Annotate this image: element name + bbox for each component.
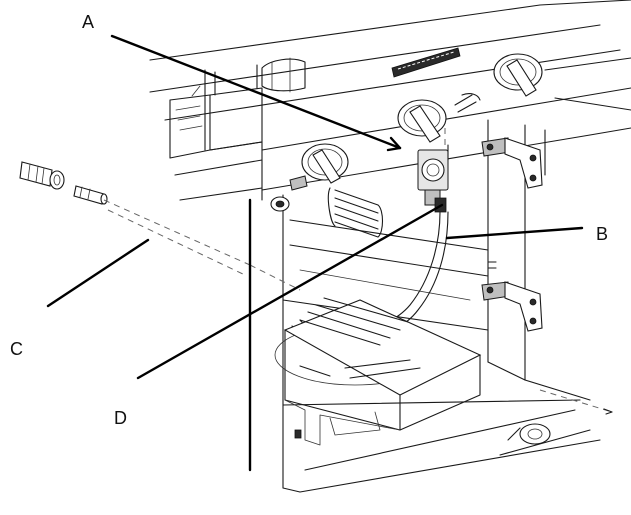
callout-label-c: C xyxy=(10,339,23,359)
vent-slots xyxy=(327,187,384,238)
leader-line-c xyxy=(46,238,150,308)
leader-line-a xyxy=(110,34,402,150)
upper-left-fitting xyxy=(261,57,306,93)
grill-body xyxy=(149,0,631,493)
cylinder-tray xyxy=(283,297,482,446)
callout-label-d: D xyxy=(114,408,127,428)
control-knob-center xyxy=(397,93,481,143)
control-knob-left xyxy=(289,143,349,191)
hose-nipple-fitting xyxy=(73,185,108,205)
door-hinge-upper xyxy=(481,137,543,189)
leader-line-b xyxy=(445,226,584,240)
assembly-path-dashed xyxy=(103,199,251,266)
brand-nameplate xyxy=(391,47,461,78)
control-knob-right xyxy=(493,53,543,97)
callout-label-a: A xyxy=(82,12,94,32)
leader-line-d xyxy=(136,203,444,380)
door-hinge-lower xyxy=(481,261,543,332)
hose-connector-fitting xyxy=(19,161,65,190)
side-connection-fitting xyxy=(270,196,290,212)
leader-lines xyxy=(46,34,584,472)
callout-label-b: B xyxy=(596,224,608,244)
caster-wheel xyxy=(507,423,551,445)
